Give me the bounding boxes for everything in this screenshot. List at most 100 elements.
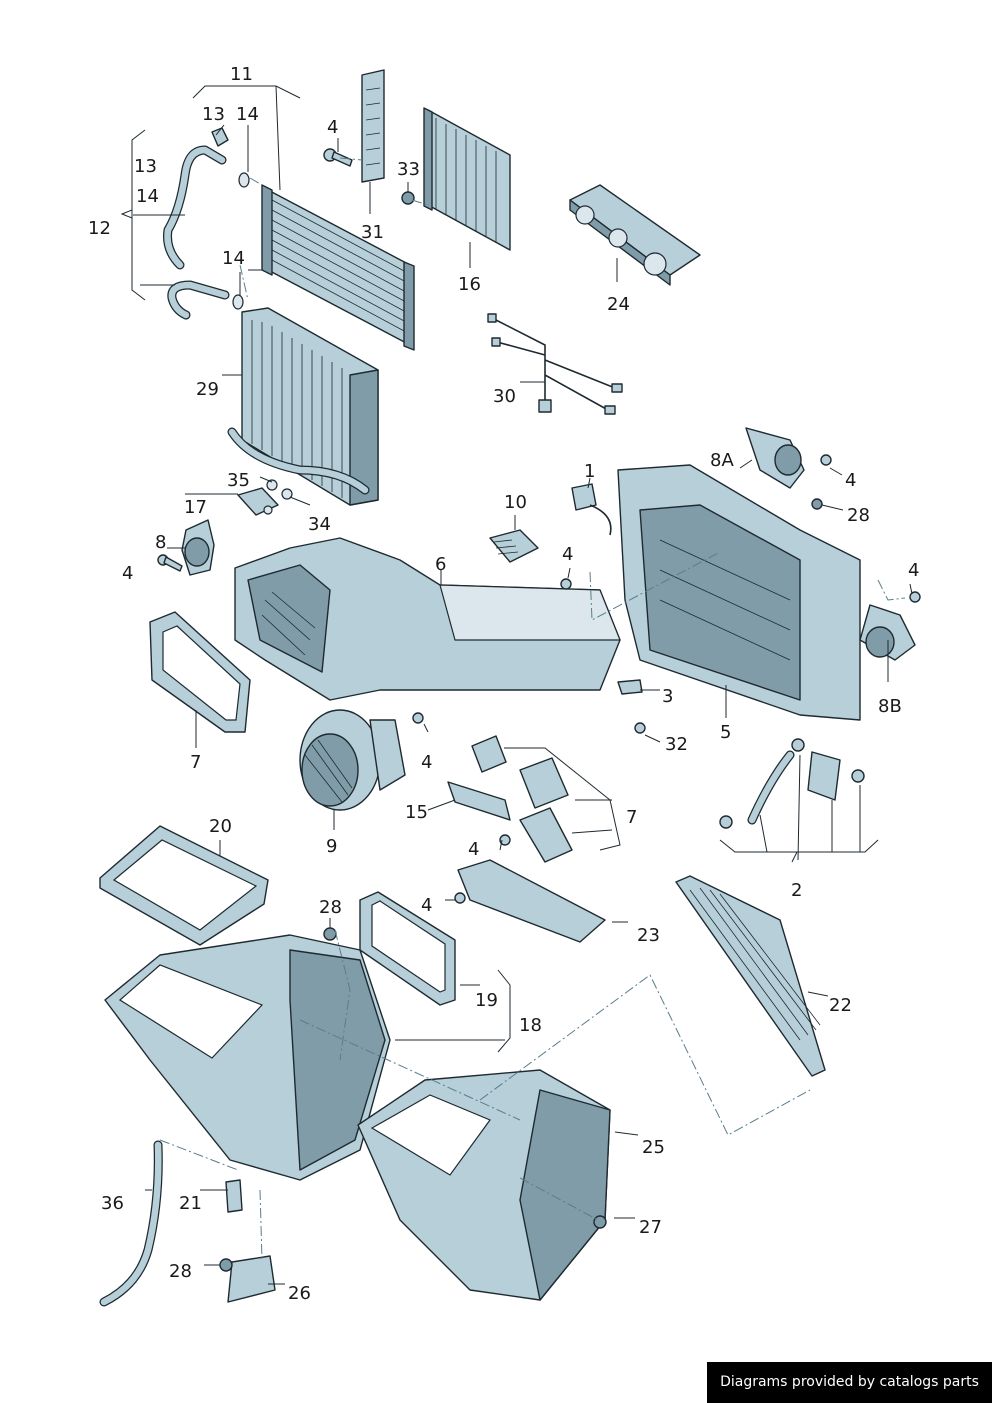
- cover-plate-23: [457, 859, 606, 943]
- wiring-harness-30: [487, 313, 623, 415]
- callout-12: 12: [88, 218, 111, 239]
- callout-17: 17: [184, 497, 207, 518]
- blower-housing-6: [234, 537, 621, 701]
- gasket-20: [99, 825, 269, 946]
- callout-24: 24: [607, 294, 630, 315]
- callout-13a: 13: [202, 104, 225, 125]
- clip-3: [617, 679, 643, 695]
- blower-regulator-10: [489, 529, 539, 563]
- callout-4f: 4: [421, 752, 432, 773]
- callout-6: 6: [435, 554, 446, 575]
- callout-26: 26: [288, 1283, 311, 1304]
- callout-8A: 8A: [710, 450, 734, 471]
- callout-4e: 4: [908, 560, 919, 581]
- callout-10: 10: [504, 492, 527, 513]
- drain-valve-21: [225, 1179, 243, 1213]
- pollen-filter-22: [675, 875, 826, 1077]
- callout-27: 27: [639, 1217, 662, 1238]
- bolt-4-mid: [560, 578, 572, 590]
- callout-21: 21: [179, 1193, 202, 1214]
- heater-hose-upper: [163, 145, 227, 270]
- bolt-4-top: [323, 148, 353, 167]
- climate-control-24: [569, 184, 701, 286]
- dash-dot-lines: [159, 157, 906, 1261]
- nut-28-right: [811, 498, 823, 510]
- sensor-kit-2: [719, 738, 865, 829]
- callout-5: 5: [720, 722, 731, 743]
- auxiliary-heater-16: [423, 107, 511, 251]
- gasket-7-left: [149, 611, 251, 733]
- callout-labels: 1 2 3 4 4 4 4 4 4 4 4 5 6 7 7 8 8A 8B 9 …: [88, 64, 919, 1304]
- bolt-4-right: [909, 591, 921, 603]
- callout-7b: 7: [626, 807, 637, 828]
- callout-23: 23: [637, 925, 660, 946]
- callout-4a: 4: [327, 117, 338, 138]
- callout-20: 20: [209, 816, 232, 837]
- callout-8: 8: [155, 532, 166, 553]
- callout-4g: 4: [468, 839, 479, 860]
- servo-motor-8A: [745, 427, 805, 489]
- callout-28c: 28: [169, 1261, 192, 1282]
- credit-banner: Diagrams provided by catalogs parts: [707, 1362, 992, 1403]
- blower-motor-9: [299, 709, 406, 811]
- callout-31: 31: [361, 222, 384, 243]
- callout-15: 15: [405, 802, 428, 823]
- callout-35: 35: [227, 470, 250, 491]
- callout-32: 32: [665, 734, 688, 755]
- servo-motor-8B: [859, 604, 916, 661]
- callout-14c: 14: [222, 248, 245, 269]
- bolt-4-right-top: [820, 454, 832, 466]
- callout-28b: 28: [319, 897, 342, 918]
- bolt-4-bracket: [499, 834, 511, 846]
- callout-30: 30: [493, 386, 516, 407]
- bolt-4-cover: [454, 892, 466, 904]
- air-flap-1: [571, 483, 612, 536]
- lower-housing-18: [104, 934, 391, 1181]
- callout-19: 19: [475, 990, 498, 1011]
- nut-28-bracket: [219, 1258, 233, 1272]
- bolt-4-blower: [412, 712, 424, 724]
- callout-11: 11: [230, 64, 253, 85]
- drain-hose-36: [99, 1140, 163, 1307]
- foam-seals: [471, 735, 573, 863]
- callout-4b: 4: [122, 563, 133, 584]
- expansion-valve-17: [237, 487, 279, 516]
- callout-18: 18: [519, 1015, 542, 1036]
- callout-34: 34: [308, 514, 331, 535]
- seal-rings: [266, 479, 293, 500]
- air-guide-31: [361, 69, 385, 183]
- callout-29: 29: [196, 379, 219, 400]
- bracket-15: [447, 781, 511, 821]
- o-rings: [232, 172, 250, 310]
- hose-clip: [211, 127, 229, 147]
- grommet-27: [593, 1215, 607, 1229]
- callout-22: 22: [829, 995, 852, 1016]
- callout-7a: 7: [190, 752, 201, 773]
- lower-housing-25: [357, 1069, 611, 1301]
- callout-25: 25: [642, 1137, 665, 1158]
- callout-36: 36: [101, 1193, 124, 1214]
- callout-33: 33: [397, 159, 420, 180]
- evaporator-29: [227, 307, 379, 506]
- callout-16: 16: [458, 274, 481, 295]
- nut-33: [401, 191, 415, 205]
- callout-4c: 4: [562, 544, 573, 565]
- callout-13b: 13: [134, 156, 157, 177]
- callout-8B: 8B: [878, 696, 902, 717]
- heater-hose-lower: [167, 280, 230, 320]
- callout-2: 2: [791, 880, 802, 901]
- nut-28-housing: [323, 927, 337, 941]
- callout-14a: 14: [236, 104, 259, 125]
- callout-28a: 28: [847, 505, 870, 526]
- bolt-32: [634, 722, 646, 734]
- leader-lines: [120, 85, 913, 1285]
- heater-core: [261, 184, 415, 351]
- callout-4h: 4: [421, 895, 432, 916]
- callout-9: 9: [326, 836, 337, 857]
- callout-1: 1: [584, 461, 595, 482]
- callout-14b: 14: [136, 186, 159, 207]
- callout-4d: 4: [845, 470, 856, 491]
- bolt-4-left: [157, 554, 183, 572]
- bracket-26: [227, 1255, 276, 1303]
